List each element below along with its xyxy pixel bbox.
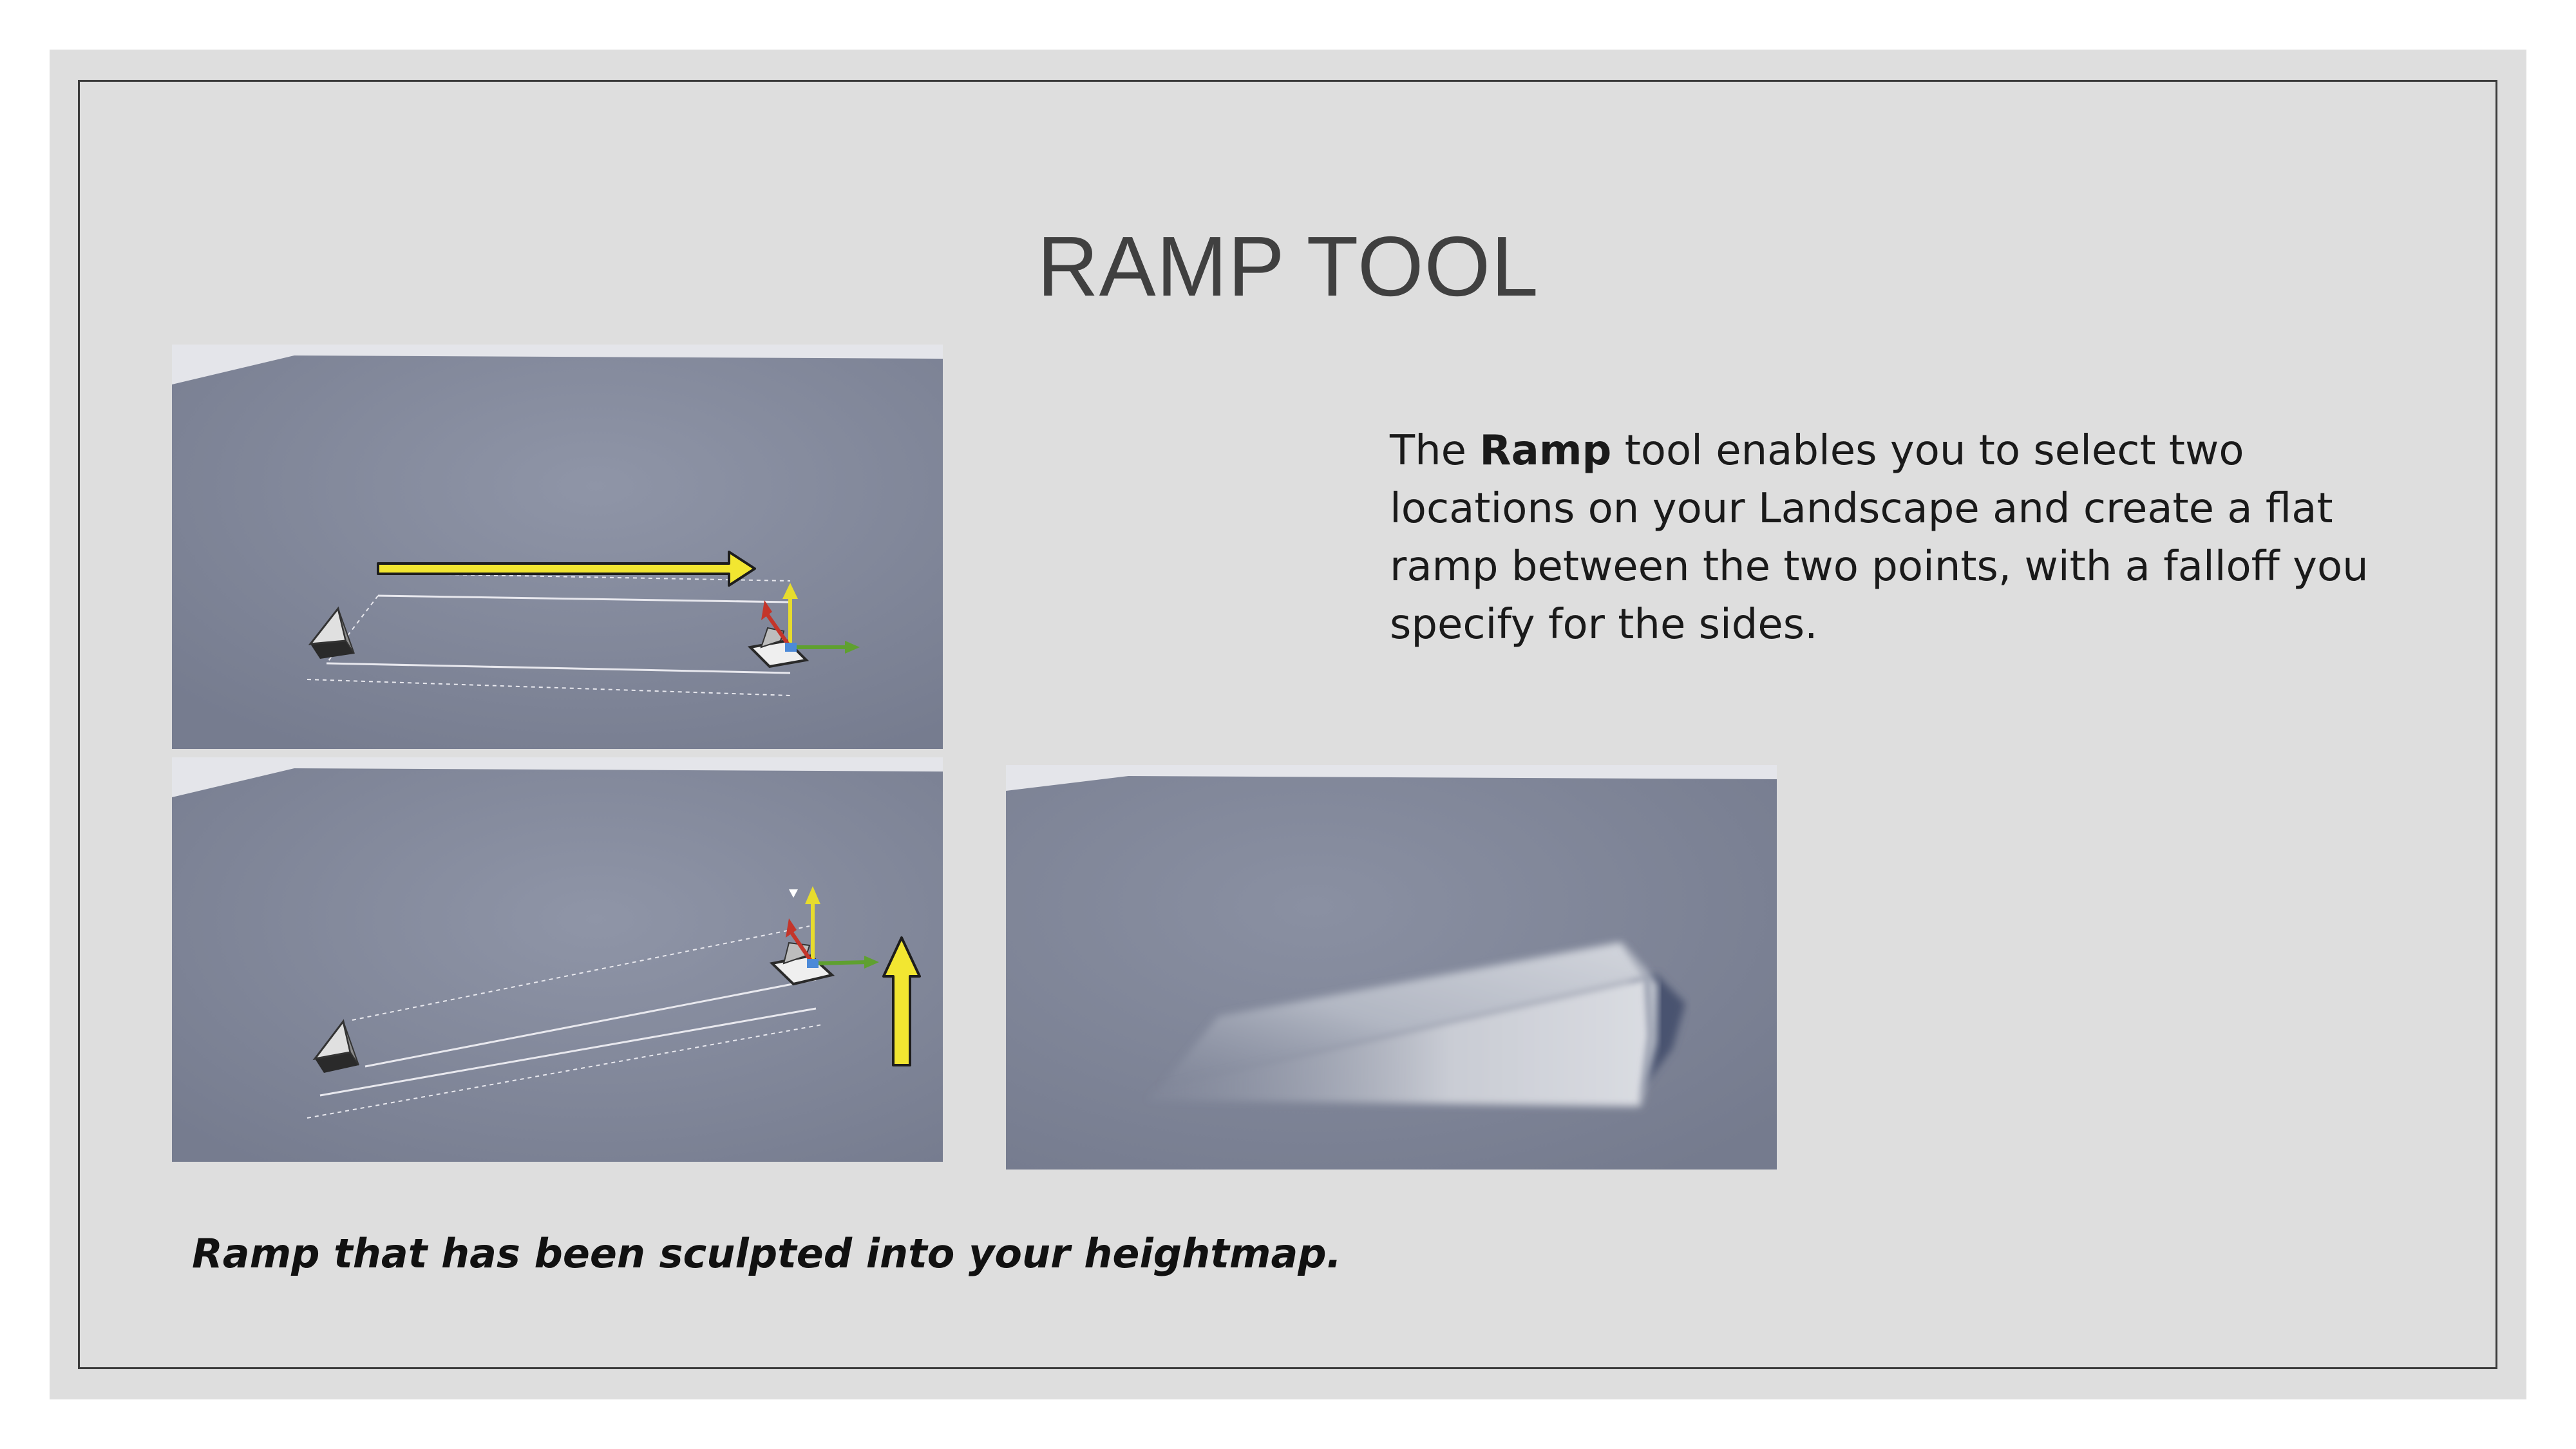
ramp-start-marker <box>308 606 355 659</box>
description-prefix: The <box>1390 427 1480 475</box>
description-rest: tool enables you to select two locations… <box>1390 427 2369 649</box>
description-bold-term: Ramp <box>1479 427 1612 475</box>
viewport-screenshot-point-raised <box>172 757 943 1162</box>
image-caption: Ramp that has been sculpted into your he… <box>192 1230 1342 1277</box>
arrow-up-icon <box>882 936 921 1066</box>
viewport-screenshot-ramp-result <box>1006 765 1777 1170</box>
ramp-end-marker <box>747 583 860 668</box>
ramp-end-marker <box>769 886 879 986</box>
slide-title: RAMP TOOL <box>1037 219 1539 314</box>
description-text: The Ramp tool enables you to select two … <box>1390 422 2433 654</box>
viewport-screenshot-points-placed <box>172 345 943 749</box>
slide-frame <box>78 80 2497 1369</box>
ramp-start-marker <box>312 1019 359 1073</box>
arrow-right-icon <box>377 551 756 587</box>
